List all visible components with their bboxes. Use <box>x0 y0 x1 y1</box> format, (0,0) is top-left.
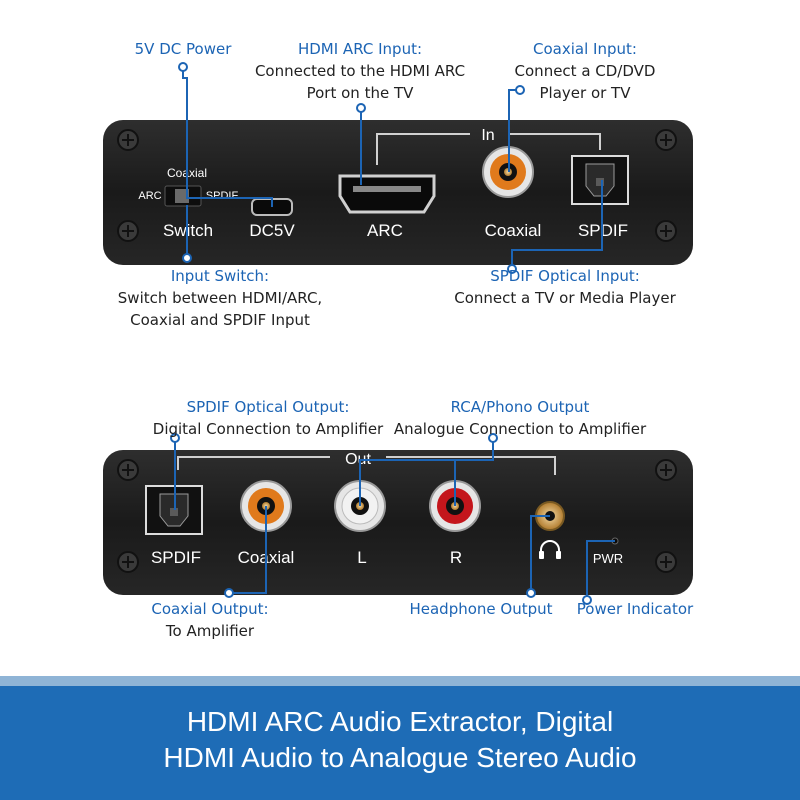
switch-spdif-label: SPDIF <box>206 190 239 202</box>
callout-hdmi-arc-input: HDMI ARC Input: Connected to the HDMI AR… <box>240 38 480 104</box>
input-panel: Coaxial ARC SPDIF Switch DC5V In ARC Coa… <box>103 120 693 265</box>
callout-desc: Connect a TV or Media Player <box>454 289 676 307</box>
callout-desc: Coaxial and SPDIF Input <box>130 311 310 329</box>
callout-desc: Connected to the HDMI ARC <box>254 62 466 80</box>
screw-icon <box>655 459 677 481</box>
screw-icon <box>655 551 677 573</box>
callout-title: Headphone Output <box>409 600 553 618</box>
screw-icon <box>117 551 139 573</box>
callout-title: Input Switch: <box>170 267 270 285</box>
callout-coaxial-output: Coaxial Output: To Amplifier <box>140 598 280 642</box>
callout-desc: Digital Connection to Amplifier <box>152 420 384 438</box>
in-bracket <box>376 133 470 165</box>
callout-rca-phono-output: RCA/Phono Output Analogue Connection to … <box>390 396 650 440</box>
callout-desc: Connect a CD/DVD <box>514 62 656 80</box>
footer-banner <box>0 676 800 800</box>
product-title: HDMI ARC Audio Extractor, Digital HDMI A… <box>0 704 800 776</box>
callout-coaxial-input: Coaxial Input: Connect a CD/DVD Player o… <box>510 38 660 104</box>
screw-icon <box>117 459 139 481</box>
callout-spdif-optical-input: SPDIF Optical Input: Connect a TV or Med… <box>440 265 690 309</box>
callout-title: SPDIF Optical Input: <box>490 267 640 285</box>
callout-desc: Analogue Connection to Amplifier <box>393 420 647 438</box>
callout-title: Power Indicator <box>576 600 694 618</box>
callout-title: Coaxial Input: <box>533 40 637 58</box>
callout-power-indicator: Power Indicator <box>570 598 700 620</box>
dc5v-label: DC5V <box>249 221 295 240</box>
callout-title: Coaxial Output: <box>151 600 269 618</box>
rca-right-label: R <box>450 548 462 567</box>
coaxial-in-label: Coaxial <box>485 221 542 240</box>
callout-title: SPDIF Optical Output: <box>186 398 350 416</box>
callout-headphone-output: Headphone Output <box>404 598 558 620</box>
callout-title: 5V DC Power <box>134 40 232 58</box>
arc-label: ARC <box>367 221 403 240</box>
spdif-out-label: SPDIF <box>151 548 201 567</box>
screw-icon <box>655 129 677 151</box>
callout-input-switch: Input Switch: Switch between HDMI/ARC, C… <box>100 265 340 331</box>
callout-desc: Player or TV <box>539 84 631 102</box>
callout-desc: Port on the TV <box>306 84 414 102</box>
output-panel: Out SPDIF Coaxial L R <box>103 450 693 595</box>
product-title-line1: HDMI ARC Audio Extractor, Digital <box>186 706 614 737</box>
hdmi-arc-port[interactable] <box>338 174 436 214</box>
screw-icon <box>117 220 139 242</box>
switch-arc-label: ARC <box>138 190 161 202</box>
in-bracket <box>508 133 601 150</box>
bottom-leader-dots <box>170 433 592 605</box>
top-leader-dots <box>178 62 525 274</box>
callout-5v-dc-power: 5V DC Power <box>108 38 258 60</box>
bottom-leader-lines <box>174 438 615 600</box>
headphone-icon <box>539 540 561 559</box>
callout-desc: Switch between HDMI/ARC, <box>117 289 323 307</box>
footer-stripe <box>0 676 800 686</box>
product-title-line2: HDMI Audio to Analogue Stereo Audio <box>163 742 637 773</box>
hdmi-pins <box>353 186 421 192</box>
callout-desc: To Amplifier <box>165 622 255 640</box>
out-label: Out <box>345 451 371 468</box>
out-bracket <box>386 456 556 475</box>
in-label: In <box>481 127 494 144</box>
screw-icon <box>117 129 139 151</box>
callout-title: HDMI ARC Input: <box>297 40 423 58</box>
pwr-label: PWR <box>593 551 623 566</box>
callout-spdif-optical-output: SPDIF Optical Output: Digital Connection… <box>148 396 388 440</box>
screw-icon <box>655 220 677 242</box>
out-bracket <box>177 456 330 470</box>
callout-title: RCA/Phono Output <box>450 398 590 416</box>
rca-left-label: L <box>357 548 366 567</box>
spdif-optical-input-port[interactable] <box>571 155 629 205</box>
input-switch-knob[interactable] <box>175 189 189 203</box>
device-illustration: Coaxial ARC SPDIF Switch DC5V In ARC Coa… <box>103 62 693 605</box>
